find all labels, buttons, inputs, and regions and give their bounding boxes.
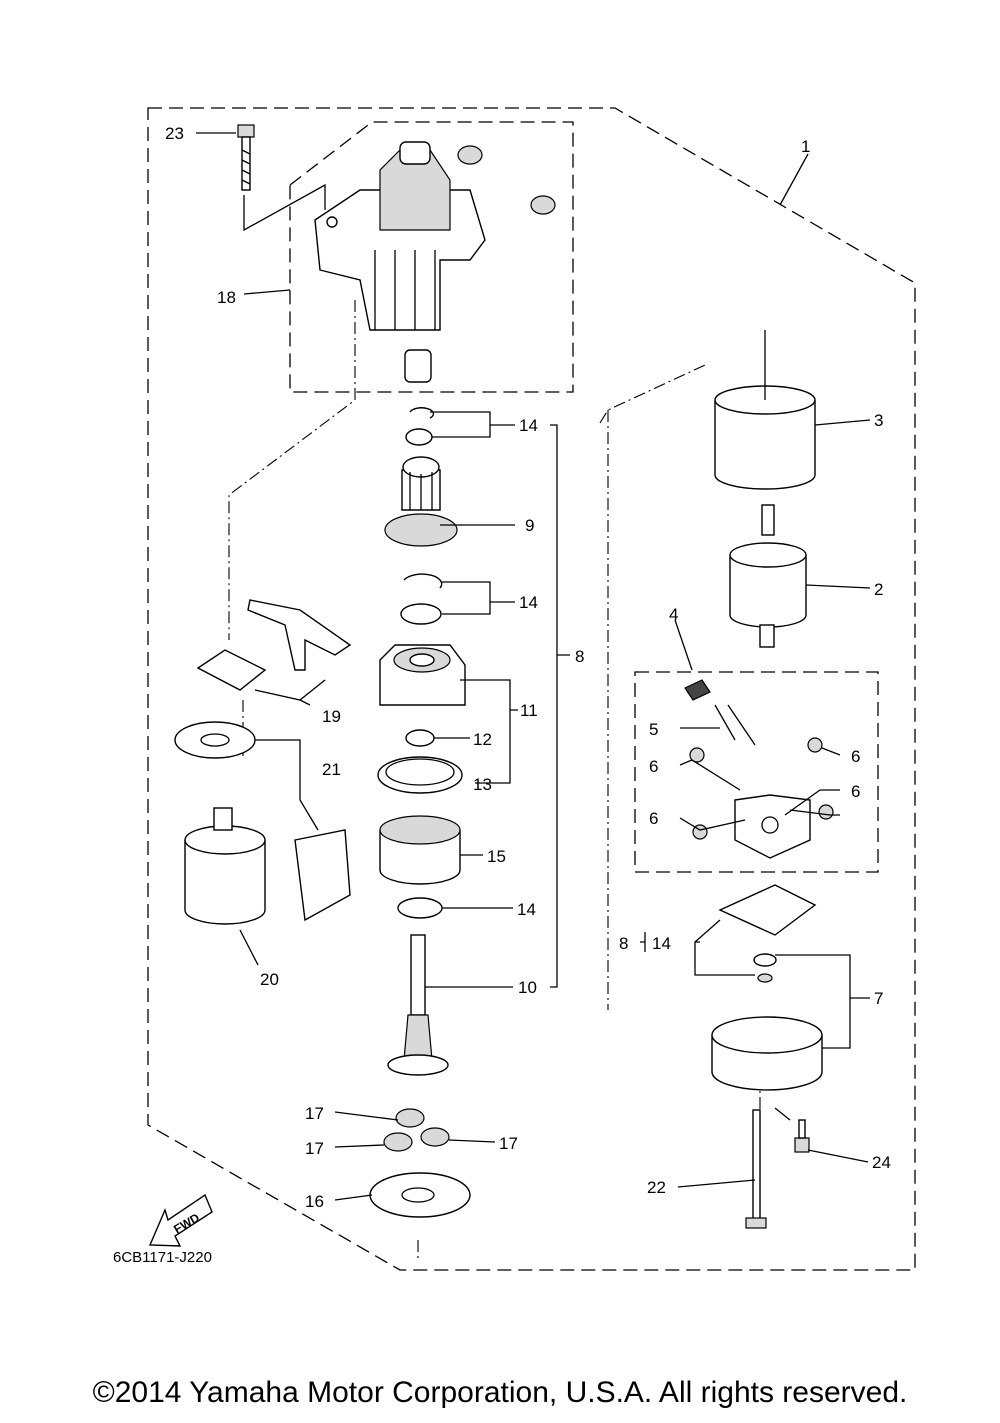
callout-15: 15	[487, 847, 506, 866]
assembly-boundary	[147, 107, 916, 1271]
armature-part-2	[729, 504, 807, 648]
clip-part-14-middle	[400, 573, 443, 625]
callout-13: 13	[473, 775, 492, 794]
callout-1: 1	[801, 137, 810, 156]
callout-12: 12	[473, 730, 492, 749]
lever-part-19	[196, 599, 352, 691]
pinion-part-9	[384, 456, 458, 547]
bearing-part-12	[405, 729, 435, 747]
callout-6d: 6	[649, 809, 658, 828]
yoke-part-3	[714, 385, 816, 490]
callout-6a: 6	[851, 747, 860, 766]
callout-leaders	[196, 132, 871, 1201]
solenoid-group-box	[289, 121, 574, 393]
callout-18: 18	[217, 288, 236, 307]
solenoid-cover-part-18	[314, 141, 556, 383]
planet-gears-part-17	[383, 1108, 450, 1152]
callout-3: 3	[874, 411, 883, 430]
diagram-code: 6CB1171-J220	[113, 1249, 212, 1266]
shaft-part-10	[387, 934, 449, 1076]
brush-holder-group-box	[634, 671, 879, 873]
callout-14d: 14	[652, 934, 671, 953]
solenoid-part-20	[184, 807, 266, 925]
callout-17a: 17	[305, 1104, 324, 1123]
callout-20: 20	[260, 970, 279, 989]
callout-22: 22	[647, 1178, 666, 1197]
callout-6c: 6	[851, 782, 860, 801]
brush-part-5	[684, 679, 756, 746]
plate-part-14-right	[718, 884, 817, 983]
bearing-housing-part-11	[379, 644, 466, 706]
callout-11: 11	[520, 701, 538, 720]
callout-6b: 6	[649, 757, 658, 776]
washer-part-14-lower	[397, 897, 443, 919]
callout-numbers: 1 2 3 4 5 6 6 6 6 7 8 8 9 10 11 12 13 14…	[165, 124, 891, 1211]
callout-5: 5	[649, 720, 658, 739]
plate-part-16	[369, 1172, 471, 1218]
bracket-part-21	[294, 829, 351, 922]
callout-17c: 17	[499, 1134, 518, 1153]
plate-part-21	[174, 721, 256, 759]
callout-17b: 17	[305, 1139, 324, 1158]
ring-part-13	[377, 756, 463, 794]
callout-23: 23	[165, 124, 184, 143]
callout-2: 2	[874, 580, 883, 599]
through-bolt-part-22	[745, 1109, 767, 1229]
callout-21: 21	[322, 760, 341, 779]
callout-4: 4	[669, 605, 678, 624]
callout-7: 7	[874, 989, 883, 1008]
bolt-part-23	[237, 124, 255, 191]
screw-part-24	[794, 1119, 810, 1153]
gear-part-15	[379, 815, 461, 885]
callout-10: 10	[518, 978, 537, 997]
callout-16: 16	[305, 1192, 324, 1211]
forward-direction-arrow: FWD	[148, 1193, 213, 1247]
callout-19: 19	[322, 707, 341, 726]
callout-24: 24	[872, 1153, 891, 1172]
clip-part-14-top	[405, 407, 435, 446]
end-cover-part-7	[711, 1016, 823, 1091]
callout-14c: 14	[517, 900, 536, 919]
callout-8b: 8	[619, 934, 628, 953]
copyright-notice: ©2014 Yamaha Motor Corporation, U.S.A. A…	[92, 1376, 908, 1409]
callout-8a: 8	[575, 647, 584, 666]
callout-14a: 14	[519, 416, 538, 435]
callout-9: 9	[525, 516, 534, 535]
callout-14b: 14	[519, 593, 538, 612]
